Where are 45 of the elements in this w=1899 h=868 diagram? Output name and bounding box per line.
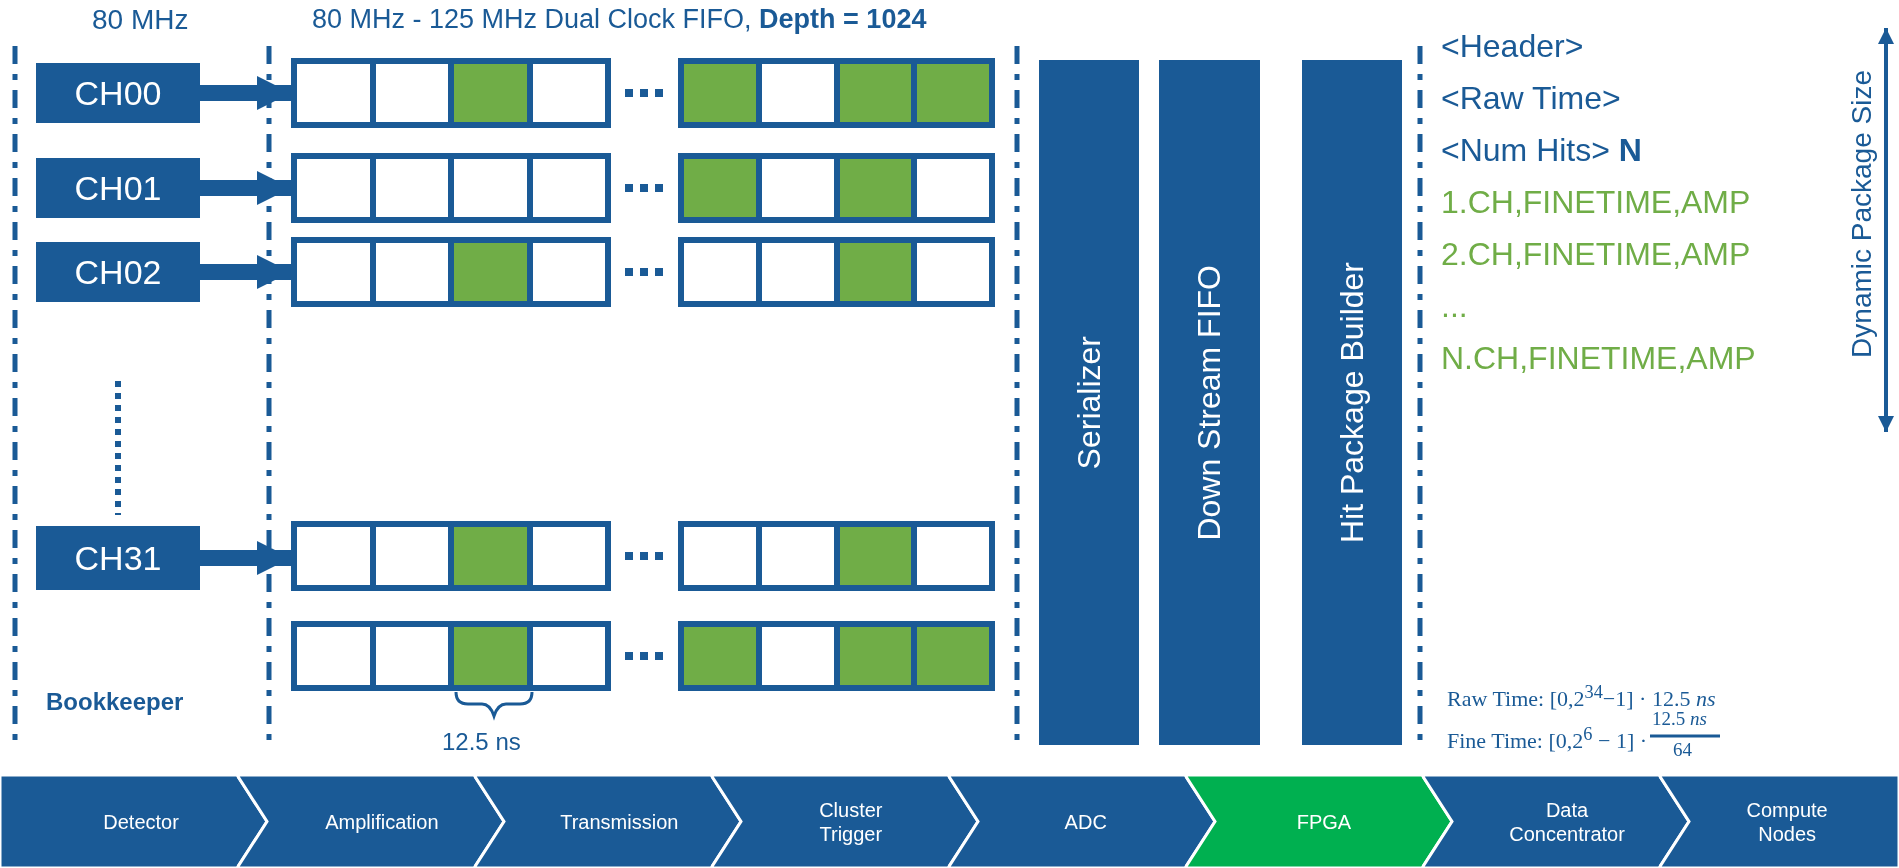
channel-label: CH00 [74,73,162,113]
block-label: Down Stream FIFO [1191,264,1228,541]
arrow [200,171,291,205]
processing-block [1302,60,1402,745]
packet-field: ... [1441,288,1468,325]
channel-label: CH31 [74,538,162,578]
packet-field: N.CH,FINETIME,AMP [1441,340,1756,377]
chevron-step [474,775,741,868]
fifo-title: 80 MHz - 125 MHz Dual Clock FIFO, Depth = 1024 [312,4,927,36]
step-label: Data Concentrator [1509,797,1625,846]
fraction-denominator: 64 [1673,739,1692,761]
step-label: FPGA [1296,809,1352,834]
step-label: Transmission [560,809,679,834]
chevron-step [0,775,267,868]
chevron-step [711,775,978,868]
chevron-step [948,775,1215,868]
step-label: Amplification [325,809,439,834]
channel-box [36,158,200,218]
chevron-step [1659,775,1899,868]
channel-label: CH02 [74,252,162,292]
chevron-step [1185,775,1452,868]
packet-field: <Header> [1441,28,1584,65]
step-label: Detector [103,809,179,834]
dimension-label: Dynamic Package Size [1846,70,1878,358]
packet-field: 1.CH,FINETIME,AMP [1441,184,1751,221]
step-label: ADC [1064,809,1107,834]
chevron-step [1422,775,1689,868]
channel-box [36,242,200,302]
step-label: Compute Nodes [1746,797,1828,846]
formula-text: Fine Time: [0,2$^{6}$ − 1] · [1447,724,1648,754]
channel-box [36,526,200,590]
step-label: Cluster Trigger [819,797,883,846]
block-label: Hit Package Builder [1333,262,1371,543]
processing-block [1039,60,1139,745]
packet-field: <Raw Time> [1441,80,1621,117]
packet-field: <Num Hits> N [1441,132,1642,169]
channel-box [36,63,200,123]
clock-label: 80 MHz [92,4,189,37]
processing-block [1159,60,1260,745]
bookkeeper-label: Bookkeeper [46,688,184,716]
dimension-label: 12.5 ns [442,728,521,756]
channel-label: CH01 [74,168,162,208]
block-label: Serializer [1070,335,1108,470]
chevron-step [237,775,504,868]
packet-field: 2.CH,FINETIME,AMP [1441,236,1751,273]
